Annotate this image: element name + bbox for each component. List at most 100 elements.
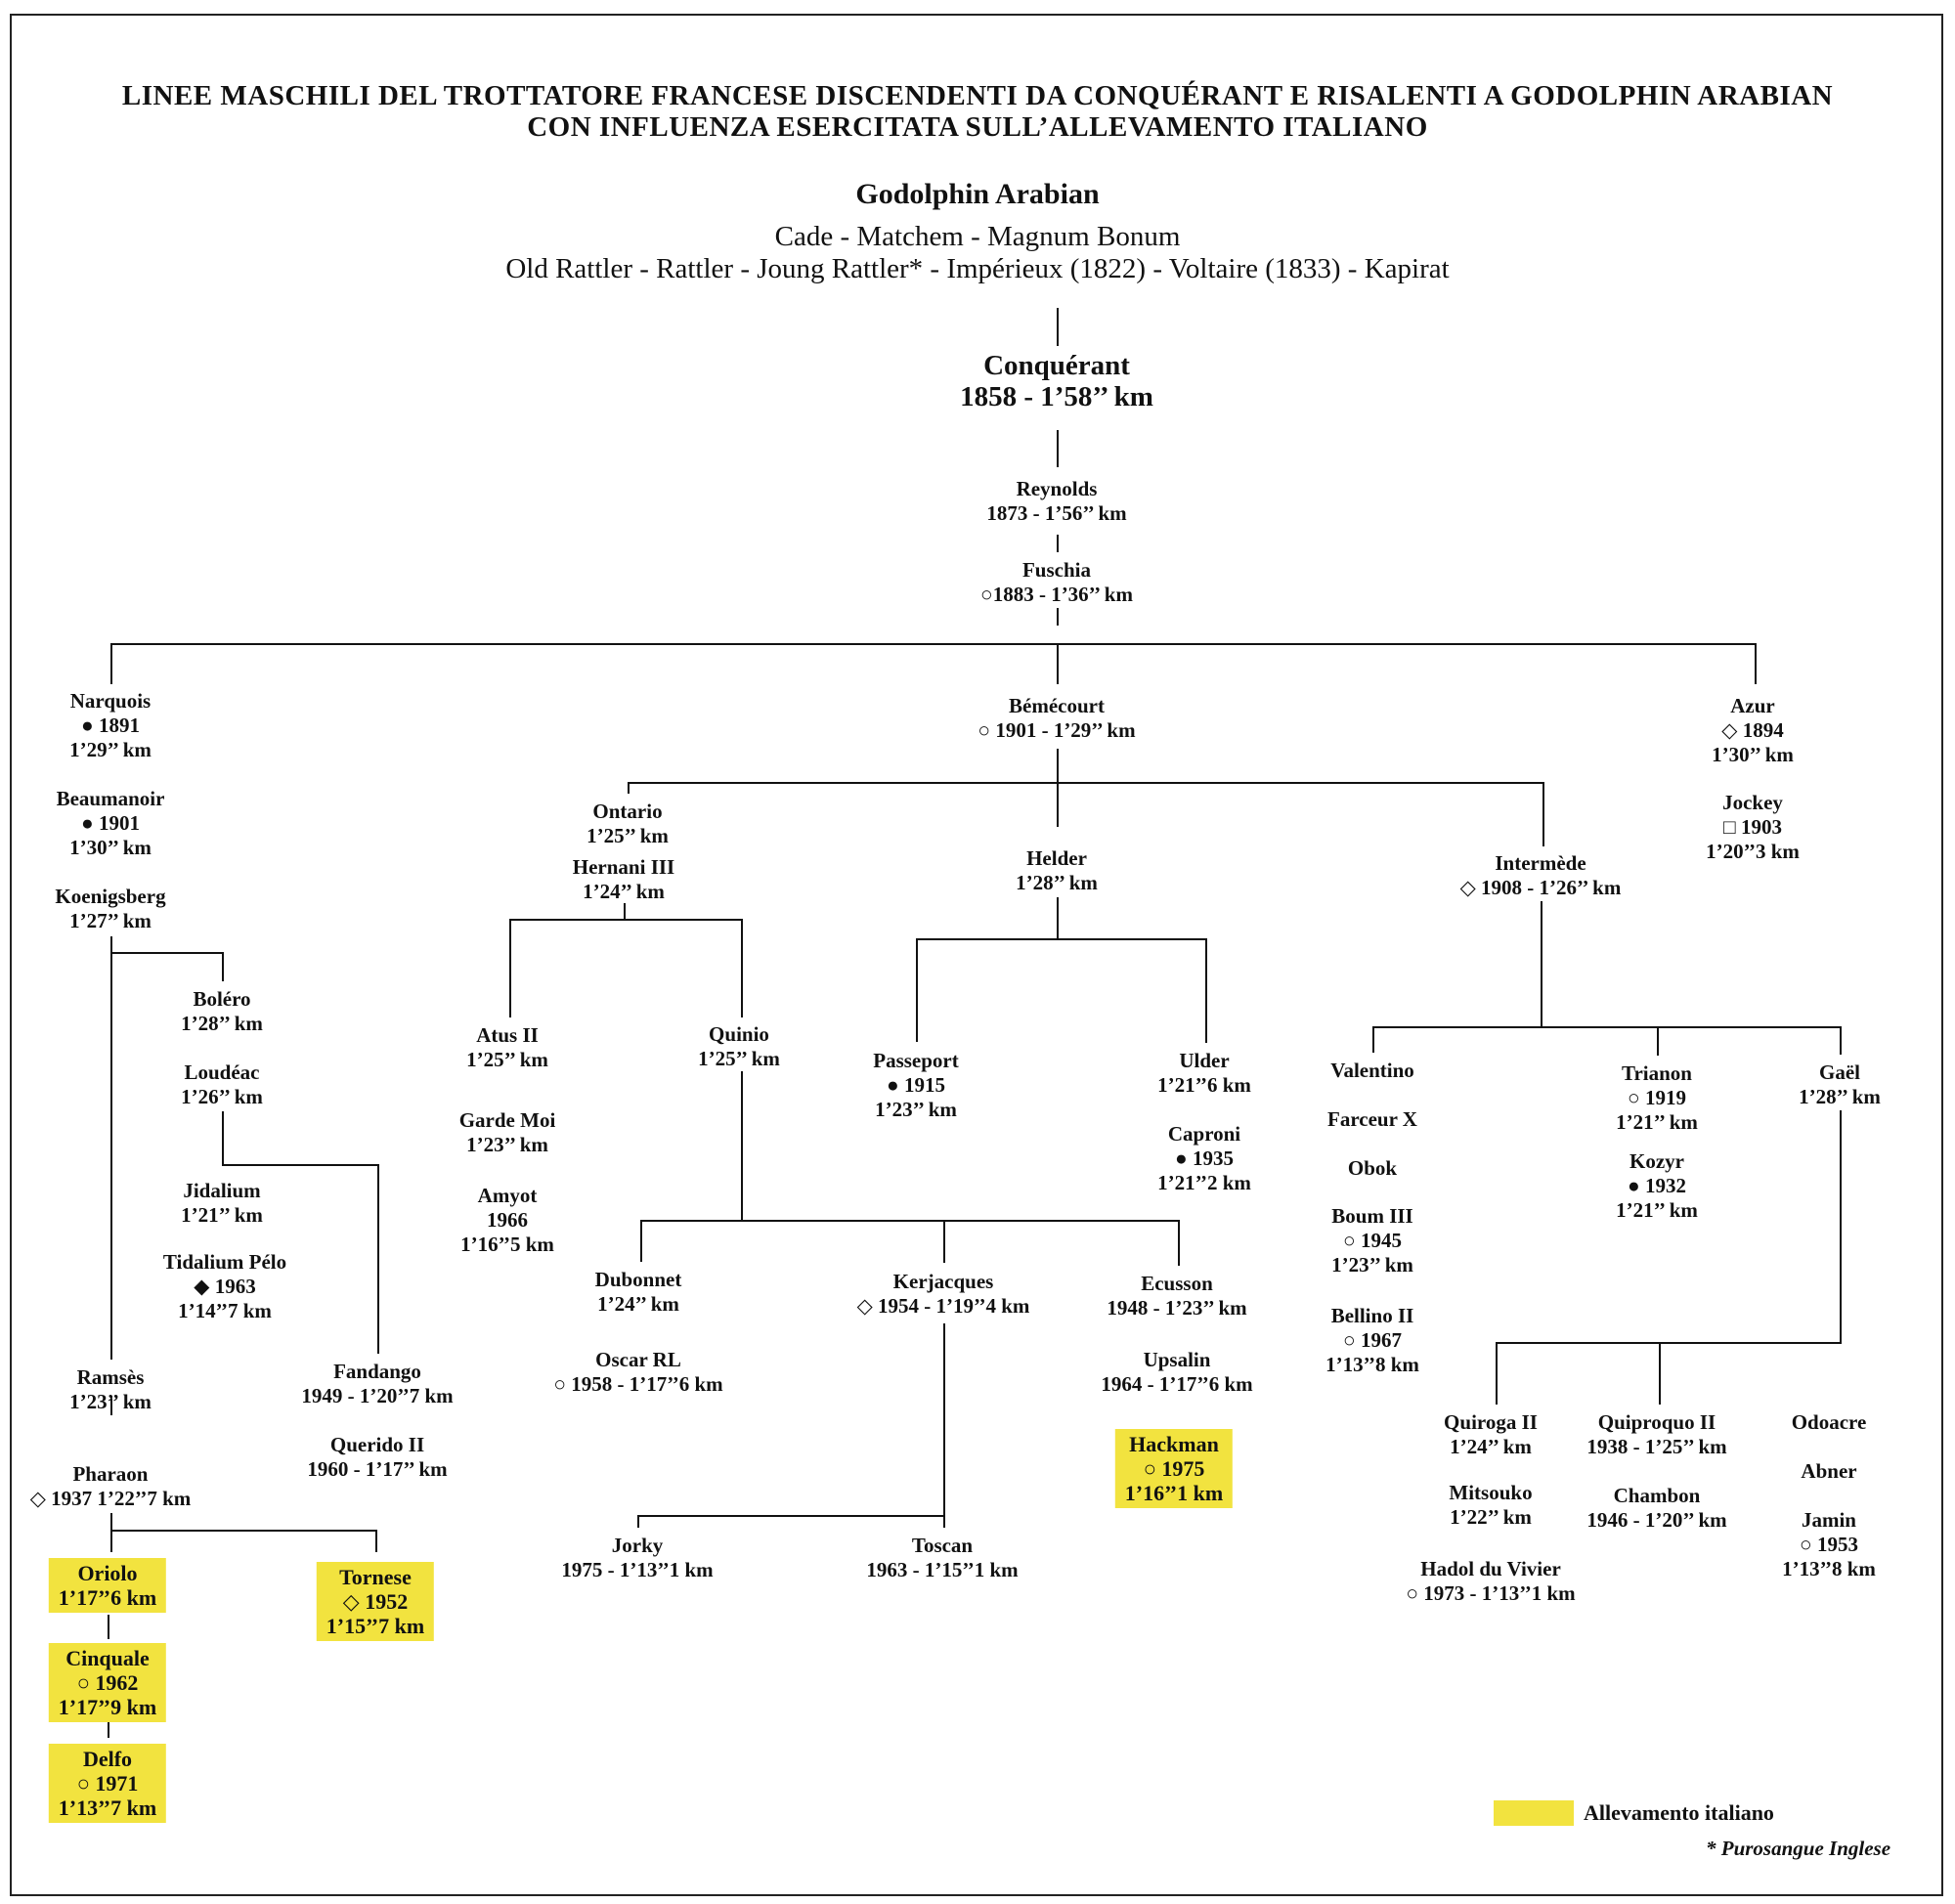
node-info: 1873 - 1’56’’ km xyxy=(986,501,1127,525)
conquerant-info: 1858 - 1’58’’ km xyxy=(960,381,1153,412)
node-info: ○ 1953 xyxy=(1800,1533,1858,1556)
connector-line xyxy=(943,1220,945,1263)
page-frame xyxy=(10,14,1943,1896)
node-name: Oscar RL xyxy=(595,1348,681,1371)
node-info: 1975 - 1’13’’1 km xyxy=(561,1558,714,1581)
connector-line xyxy=(377,1164,379,1354)
node-info: 1963 - 1’15’’1 km xyxy=(866,1558,1019,1581)
node-info: 1948 - 1’23’’ km xyxy=(1107,1296,1247,1320)
legend-label: Allevamento italiano xyxy=(1584,1800,1774,1825)
node-name: Kozyr xyxy=(1629,1149,1684,1173)
connector-line xyxy=(110,1513,112,1552)
node-info: ◇ 1952 xyxy=(342,1589,409,1614)
connector-line xyxy=(110,1399,112,1415)
node-info: ○ 1945 xyxy=(1343,1229,1402,1252)
node-bemecourt: Bémécourt○ 1901 - 1’29’’ km xyxy=(978,694,1135,743)
node-info: 1’25’’ km xyxy=(466,1048,548,1071)
node-fuschia: Fuschia○1883 - 1’36’’ km xyxy=(980,558,1133,607)
node-info: 1’27’’ km xyxy=(69,909,152,932)
node-info: ○ 1919 xyxy=(1628,1086,1686,1109)
origin-name: Godolphin Arabian xyxy=(855,178,1100,210)
connector-line xyxy=(509,919,511,1017)
node-name: Azur xyxy=(1730,694,1775,717)
node-hadol: Hadol du Vivier○ 1973 - 1’13’’1 km xyxy=(1406,1557,1575,1606)
node-info: ○ 1971 xyxy=(76,1771,139,1796)
connector-line xyxy=(1057,608,1059,626)
origin-line-1: Cade - Matchem - Magnum Bonum xyxy=(774,221,1181,252)
connector-line xyxy=(375,1530,377,1552)
node-name: Obok xyxy=(1347,1156,1398,1180)
origin-line-2: Old Rattler - Rattler - Joung Rattler* -… xyxy=(505,253,1450,284)
node-name: Quinio xyxy=(709,1022,769,1046)
node-info: 1938 - 1’25’’ km xyxy=(1586,1435,1727,1458)
connector-line xyxy=(943,1323,945,1515)
node-info: 1’23’’ km xyxy=(69,1390,152,1413)
connector-line xyxy=(1057,535,1059,552)
node-name: Ecusson xyxy=(1141,1272,1213,1295)
node-name: Fuschia xyxy=(1021,558,1091,582)
connector-line xyxy=(1057,749,1059,827)
node-name: Abner xyxy=(1801,1459,1857,1483)
node-info: ● 1935 xyxy=(1175,1147,1234,1170)
connector-line xyxy=(640,1220,642,1262)
node-name: Ramsès xyxy=(76,1365,145,1389)
node-name: Odoacre xyxy=(1791,1410,1867,1434)
connector-line xyxy=(1840,1026,1842,1055)
node-info: 1’20’’3 km xyxy=(1706,840,1800,863)
node-info: 1’21’’2 km xyxy=(1157,1171,1251,1194)
node-info: 1’24’’ km xyxy=(583,880,665,903)
node-info: ○1883 - 1’36’’ km xyxy=(980,583,1133,606)
node-info: 1’29’’ km xyxy=(69,738,152,761)
connector-line xyxy=(1542,782,1544,846)
node-info: 1’28’’ km xyxy=(1016,871,1098,894)
node-name: Amyot xyxy=(477,1184,538,1207)
node-info: 1’23’’ km xyxy=(1331,1253,1413,1277)
node-info: □ 1903 xyxy=(1723,815,1782,839)
node-name: Valentino xyxy=(1330,1059,1414,1082)
connector-line xyxy=(741,919,743,1017)
connector-line xyxy=(943,1515,945,1528)
node-info: ○ 1975 xyxy=(1143,1456,1205,1481)
node-info: ◇ 1937 1’22’’7 km xyxy=(29,1487,192,1510)
node-info: ● 1932 xyxy=(1628,1174,1686,1197)
connector-line xyxy=(1496,1342,1498,1405)
title-line-1: LINEE MASCHILI DEL TROTTATORE FRANCESE D… xyxy=(121,80,1834,111)
connector-line xyxy=(628,782,630,794)
footnote: * Purosangue Inglese xyxy=(1706,1837,1891,1860)
node-name: Tornese xyxy=(339,1565,412,1589)
node-info: 1’28’’ km xyxy=(181,1012,263,1035)
node-info: 1’13’’8 km xyxy=(1782,1557,1876,1580)
connector-line xyxy=(509,919,743,921)
node-name: Beaumanoir xyxy=(56,787,165,810)
node-name: Pharaon xyxy=(72,1462,149,1486)
conquerant-name: Conquérant xyxy=(983,350,1130,381)
node-info: 1’21’’ km xyxy=(181,1203,263,1227)
node-name: Tidalium Pélo xyxy=(162,1250,287,1274)
node-name: Fandango xyxy=(333,1360,421,1383)
node-name: Chambon xyxy=(1613,1484,1701,1507)
connector-line xyxy=(1840,1110,1842,1342)
node-name: Gaël xyxy=(1818,1060,1860,1084)
node-info: 1’14’’7 km xyxy=(178,1299,272,1322)
connector-line xyxy=(628,782,1544,784)
node-name: Ulder xyxy=(1179,1049,1230,1072)
node-oscar: Oscar RL○ 1958 - 1’17’’6 km xyxy=(553,1348,722,1397)
